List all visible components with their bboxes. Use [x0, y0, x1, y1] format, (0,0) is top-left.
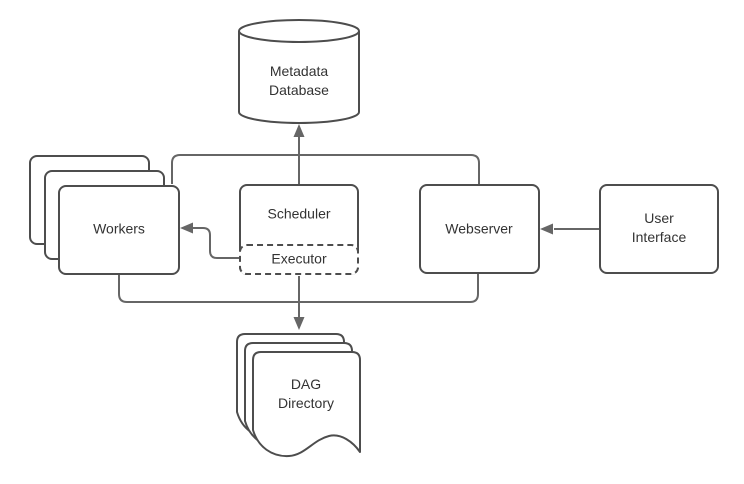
arrowheads-group	[180, 124, 553, 330]
document-front	[252, 351, 361, 458]
top-connector-line	[171, 154, 480, 184]
webserver-node	[419, 184, 540, 274]
edges-group	[118, 137, 599, 317]
arrowhead-up-icon	[293, 124, 305, 137]
workers-node	[58, 185, 180, 275]
dag-directory-documents	[236, 333, 361, 458]
arrowhead-left-webserver-icon	[540, 223, 553, 235]
arrowhead-down-icon	[293, 317, 305, 330]
user-interface-node	[599, 184, 719, 274]
arrowhead-left-workers-icon	[180, 222, 193, 234]
metadata-database-cylinder	[238, 19, 360, 124]
executor-node	[239, 244, 359, 275]
executor-to-workers-line	[193, 227, 239, 259]
